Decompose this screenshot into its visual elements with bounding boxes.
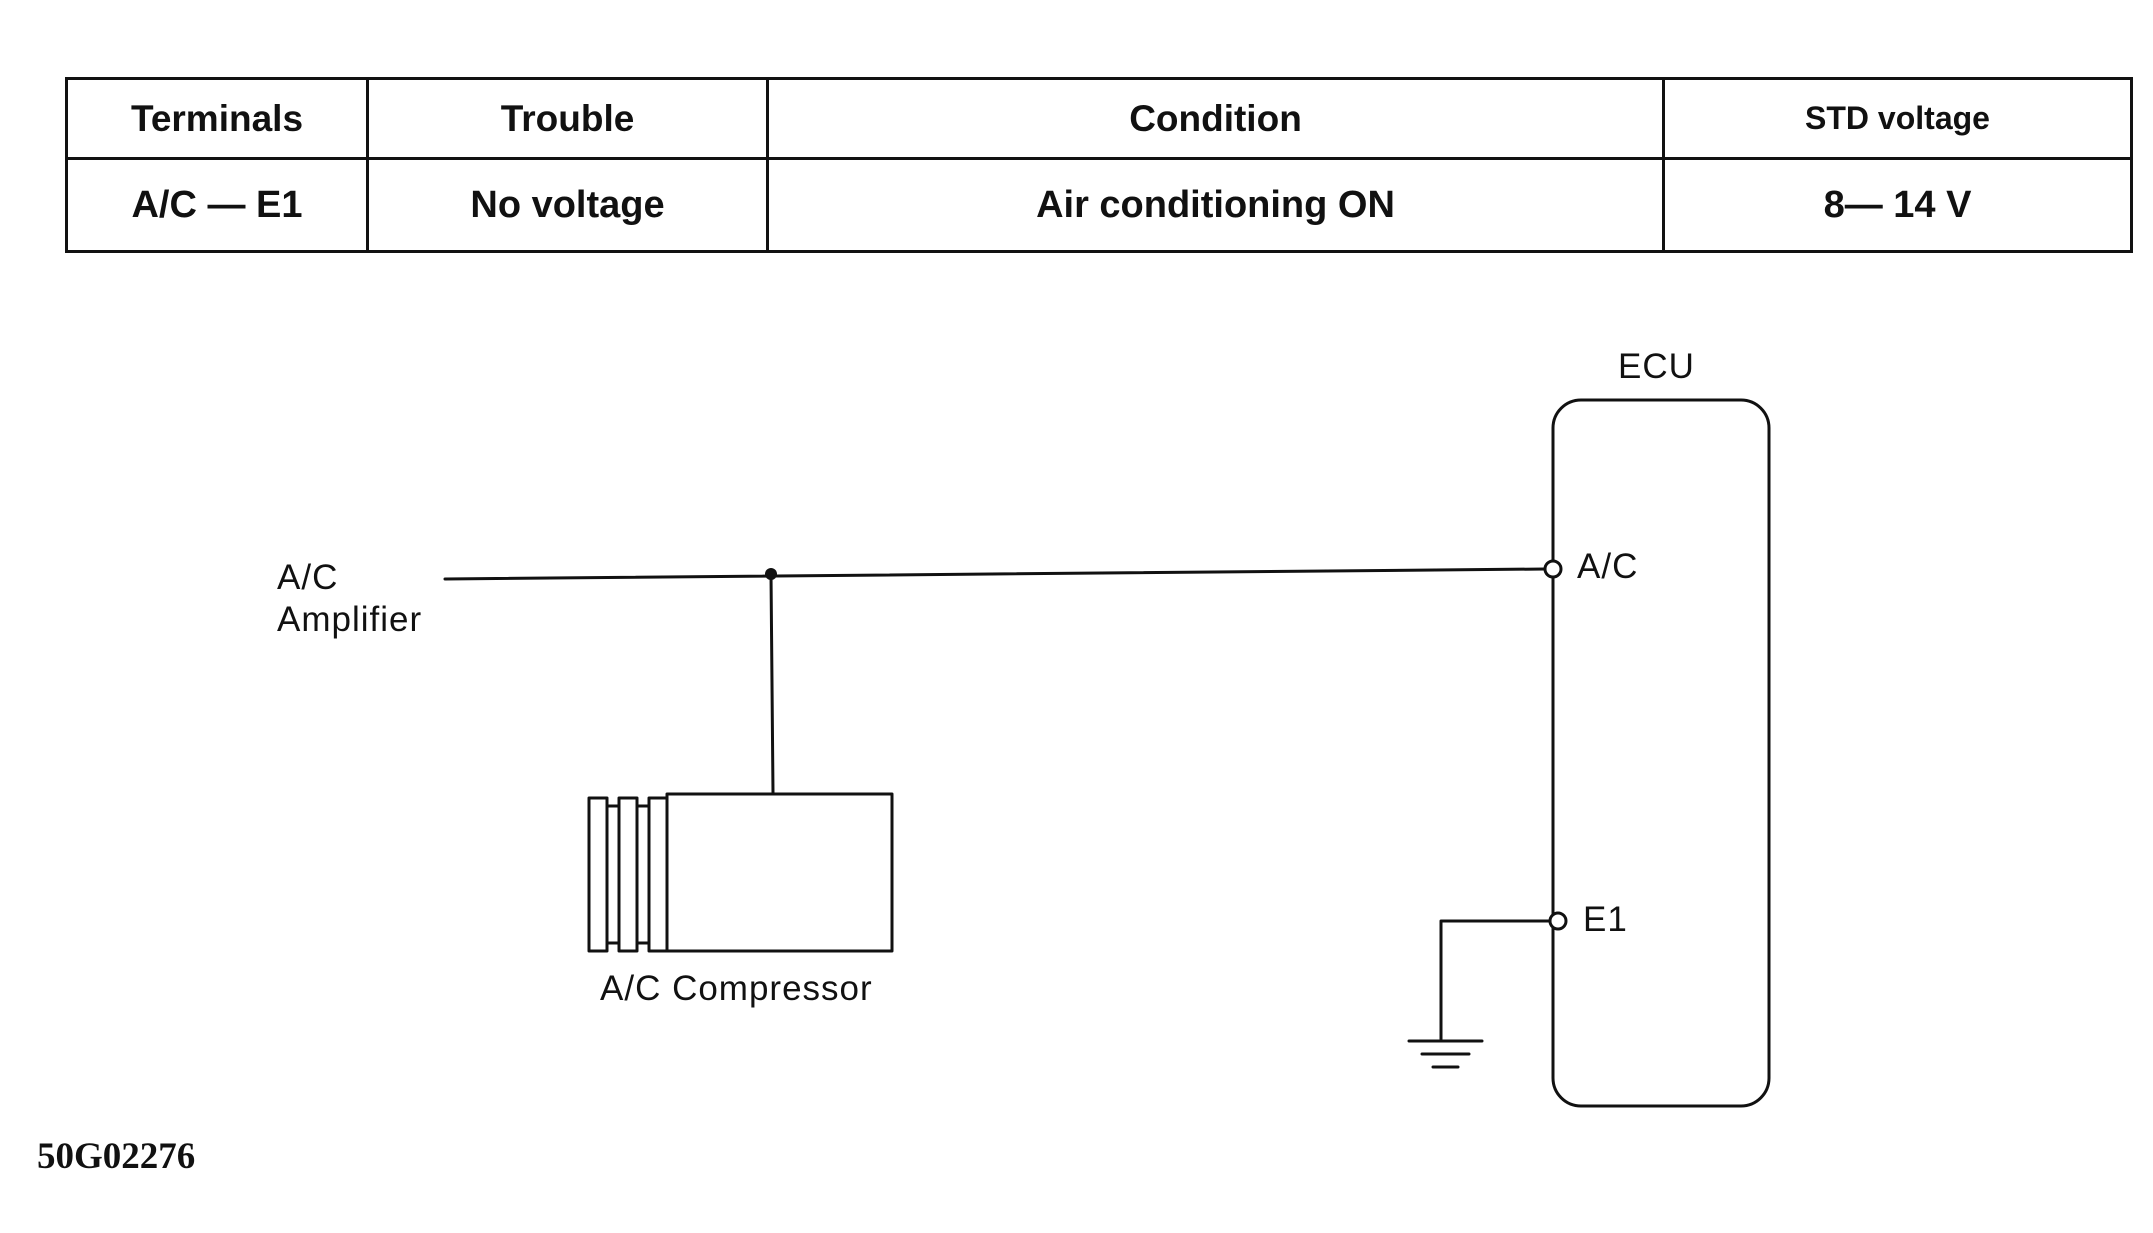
signal-wire xyxy=(443,567,1547,581)
ground-wire xyxy=(1439,919,1556,1041)
compressor-branch-wire xyxy=(769,572,775,795)
table-row: A/C — E1 No voltage Air conditioning ON … xyxy=(65,157,2133,253)
cell-trouble: No voltage xyxy=(366,157,769,253)
amplifier-label-line2: Amplifier xyxy=(277,600,422,639)
header-condition: Condition xyxy=(766,77,1665,160)
compressor-icon xyxy=(587,792,894,953)
compressor-label: A/C Compressor xyxy=(600,969,873,1008)
terminal-spec-table: Terminals Trouble Condition STD voltage … xyxy=(65,77,2133,253)
header-std-voltage: STD voltage xyxy=(1662,77,2133,160)
ecu-terminal-e1-label: E1 xyxy=(1583,900,1628,939)
ecu-box xyxy=(1551,398,1771,1108)
cell-std-voltage: 8— 14 V xyxy=(1662,157,2133,253)
ground-icon xyxy=(1407,1039,1484,1069)
terminal-ac-icon xyxy=(1543,559,1563,579)
amplifier-label-line1: A/C xyxy=(277,558,338,597)
terminal-e1-icon xyxy=(1548,911,1568,931)
figure-id: 50G02276 xyxy=(37,1136,195,1177)
cell-terminals: A/C — E1 xyxy=(65,157,369,253)
cell-condition: Air conditioning ON xyxy=(766,157,1665,253)
ecu-terminal-ac-label: A/C xyxy=(1577,547,1638,586)
header-terminals: Terminals xyxy=(65,77,369,160)
ecu-label: ECU xyxy=(1618,347,1695,386)
junction-dot xyxy=(765,568,777,580)
table-header-row: Terminals Trouble Condition STD voltage xyxy=(65,77,2133,160)
header-trouble: Trouble xyxy=(366,77,769,160)
